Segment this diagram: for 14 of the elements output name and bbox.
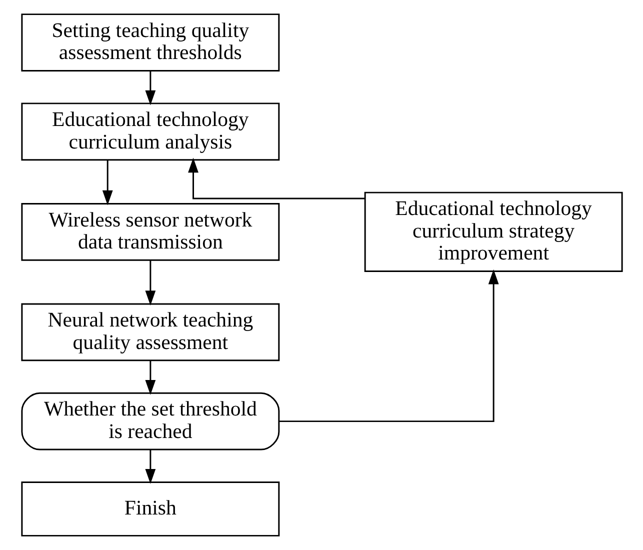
node-box: Neural network teaching quality assessment <box>20 303 280 362</box>
node-box: Educational technology curriculum strategy improvement <box>364 192 622 272</box>
node-box: Educational technology curriculum analysis <box>20 102 280 161</box>
node-box: Whether the set threshold is reached <box>20 392 280 450</box>
arrow <box>102 160 112 206</box>
arrow <box>144 450 156 484</box>
arrow <box>144 71 156 106</box>
node-box: Setting teaching quality assessment thresholds <box>20 14 280 72</box>
node-box: Wireless sensor network data transmission <box>20 202 280 261</box>
node-box: Finish <box>20 481 280 536</box>
arrow <box>144 360 156 395</box>
arrow <box>188 158 364 200</box>
arrow <box>144 260 156 306</box>
arrow <box>278 269 498 422</box>
